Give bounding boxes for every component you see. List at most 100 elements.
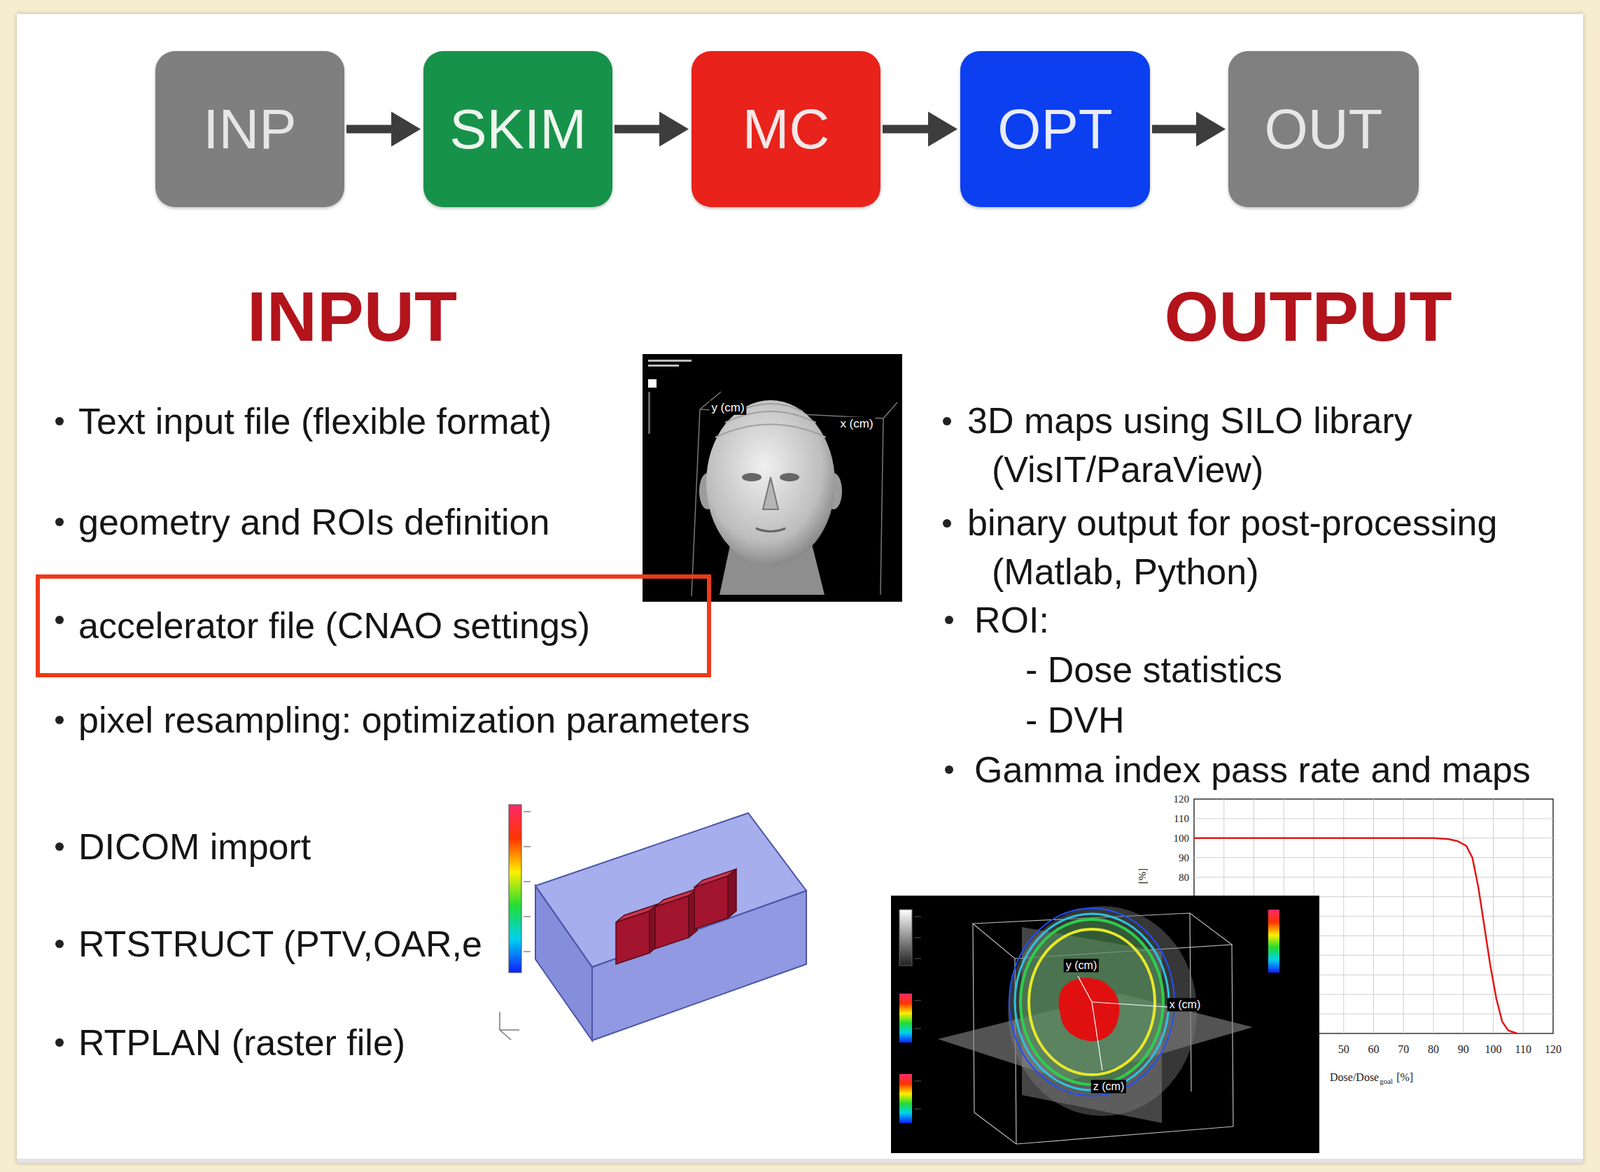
head-render-part-part [691,409,700,597]
bullet-text: accelerator file (CNAO settings) [78,604,591,648]
phantom-render-part-part [499,1012,501,1031]
dose-render-part-part [914,1028,922,1030]
dose-render-part-part [914,937,922,939]
bullet-text: Text input file (flexible format) [78,399,552,444]
bullet-text: geometry and ROIs definition [78,500,550,544]
dose-render-part-part [1077,976,1092,1003]
process-box: OPT [960,51,1150,208]
bullet-dots-part [55,716,64,725]
axis-label: y (cm) [1063,958,1099,973]
tick-label: 120 [1544,1042,1562,1057]
dose-render-part [1009,908,1175,1097]
bullet-dots-part [944,765,954,775]
phantom-render-part-part [523,881,531,883]
dvh-chart-part-part [1194,818,1554,819]
phantom-render-part [535,813,807,968]
tick-label: 60 [1368,1042,1380,1057]
process-box: INP [155,51,345,208]
phantom-render-part [508,804,522,973]
dose-render-part-part [914,958,922,960]
tick-label: 90 [1178,851,1190,865]
tick-label: 110 [1515,1042,1532,1057]
tick-label: 50 [1338,1042,1350,1057]
bullet-text: ROI: [974,598,1050,642]
axis-title: Dose/Dose [1329,1070,1379,1085]
dose-render-part [1268,909,1280,973]
phantom-render-part-part [499,1030,511,1041]
dose-render-part [899,993,912,1043]
dose-render-part-part [1091,1002,1176,1008]
highlight-box: accelerator file (CNAO settings) [35,574,712,678]
flow-arrow [614,111,689,147]
bullet-text: 3D maps using SILO library (VisIT/ParaVi… [967,396,1584,495]
bullet-dots-part [942,519,952,528]
dose-render-part [890,895,1320,1154]
phantom-render-part-part [727,869,737,919]
tick-label: 80 [1427,1042,1440,1057]
process-box: MC [691,51,881,208]
axis-label: y (cm) [709,401,747,416]
box-label: SKIM [449,95,587,164]
dose-render-part-part [1091,1002,1103,1071]
flow-arrow [346,111,421,147]
head-render-part [779,473,800,482]
dose-render-part-part [972,923,975,1113]
bullet-dots-part [55,517,64,527]
bullet-text: DICOM import [78,825,311,869]
dose-render-part [1014,914,1169,1091]
head-render-part-part [883,402,898,419]
dose-render [890,895,1320,1154]
tick-label: 110 [1173,812,1190,826]
head-render-part [648,379,657,388]
dose-render-part [914,916,922,1110]
dose-render-part [1077,976,1176,1071]
tick-label: 70 [1397,1042,1409,1057]
head-render-part [706,400,835,566]
flow-arrow [1152,111,1226,147]
arrow-head [1196,111,1226,147]
phantom-render-part-part [523,811,531,813]
head-render-part [762,477,779,510]
flow-arrow [882,111,958,147]
bullet-text: Gamma index pass rate and maps [974,748,1531,792]
phantom-render-part [523,811,531,952]
bullet-dots-part [55,842,64,852]
dvh-chart-part-part [1194,857,1554,859]
head-render-part [755,528,786,532]
bullet-text: binary output for post-processing (Matla… [967,498,1584,597]
arrow-shaft [614,125,664,134]
tick-label: 100 [1173,832,1190,845]
dose-render-part [1058,978,1120,1043]
axis-label: z (cm) [1091,1079,1127,1094]
bullet-text: RTSTRUCT (PTV,OAR,e [78,922,483,966]
box-label: MC [742,95,830,164]
tick-label: 120 [1173,793,1190,806]
process-box: OUT [1228,51,1419,208]
arrow-head [659,111,689,147]
section-heading: INPUT [247,274,458,359]
head-render-part [648,391,651,434]
bullet-dots-part [55,417,64,426]
axis-title: [%] [1135,868,1149,885]
sub-bullet-text: - DVH [1025,698,1125,742]
phantom-render [499,804,807,1041]
dose-render-part [1020,919,1164,1085]
arrow-head [391,111,421,147]
head-render-part [691,391,898,597]
process-box: SKIM [423,51,613,208]
bullet-text: pixel resampling: optimization parameter… [78,698,751,742]
bullet-dots-part [55,939,64,949]
dose-render-part-part [1231,944,1234,1127]
dose-render-part [899,909,912,966]
phantom-render-part-part [499,1029,520,1031]
bullet-dots-part [944,615,954,625]
box-label: OPT [997,95,1113,164]
dose-render-part-part [974,1112,1234,1145]
head-render-part-part [715,424,826,439]
phantom-render-part [615,869,737,965]
axis-label: x (cm) [1167,998,1203,1012]
axis-label: x (cm) [837,417,875,432]
tick-label: 90 [1457,1042,1470,1057]
box-label: INP [202,95,297,164]
